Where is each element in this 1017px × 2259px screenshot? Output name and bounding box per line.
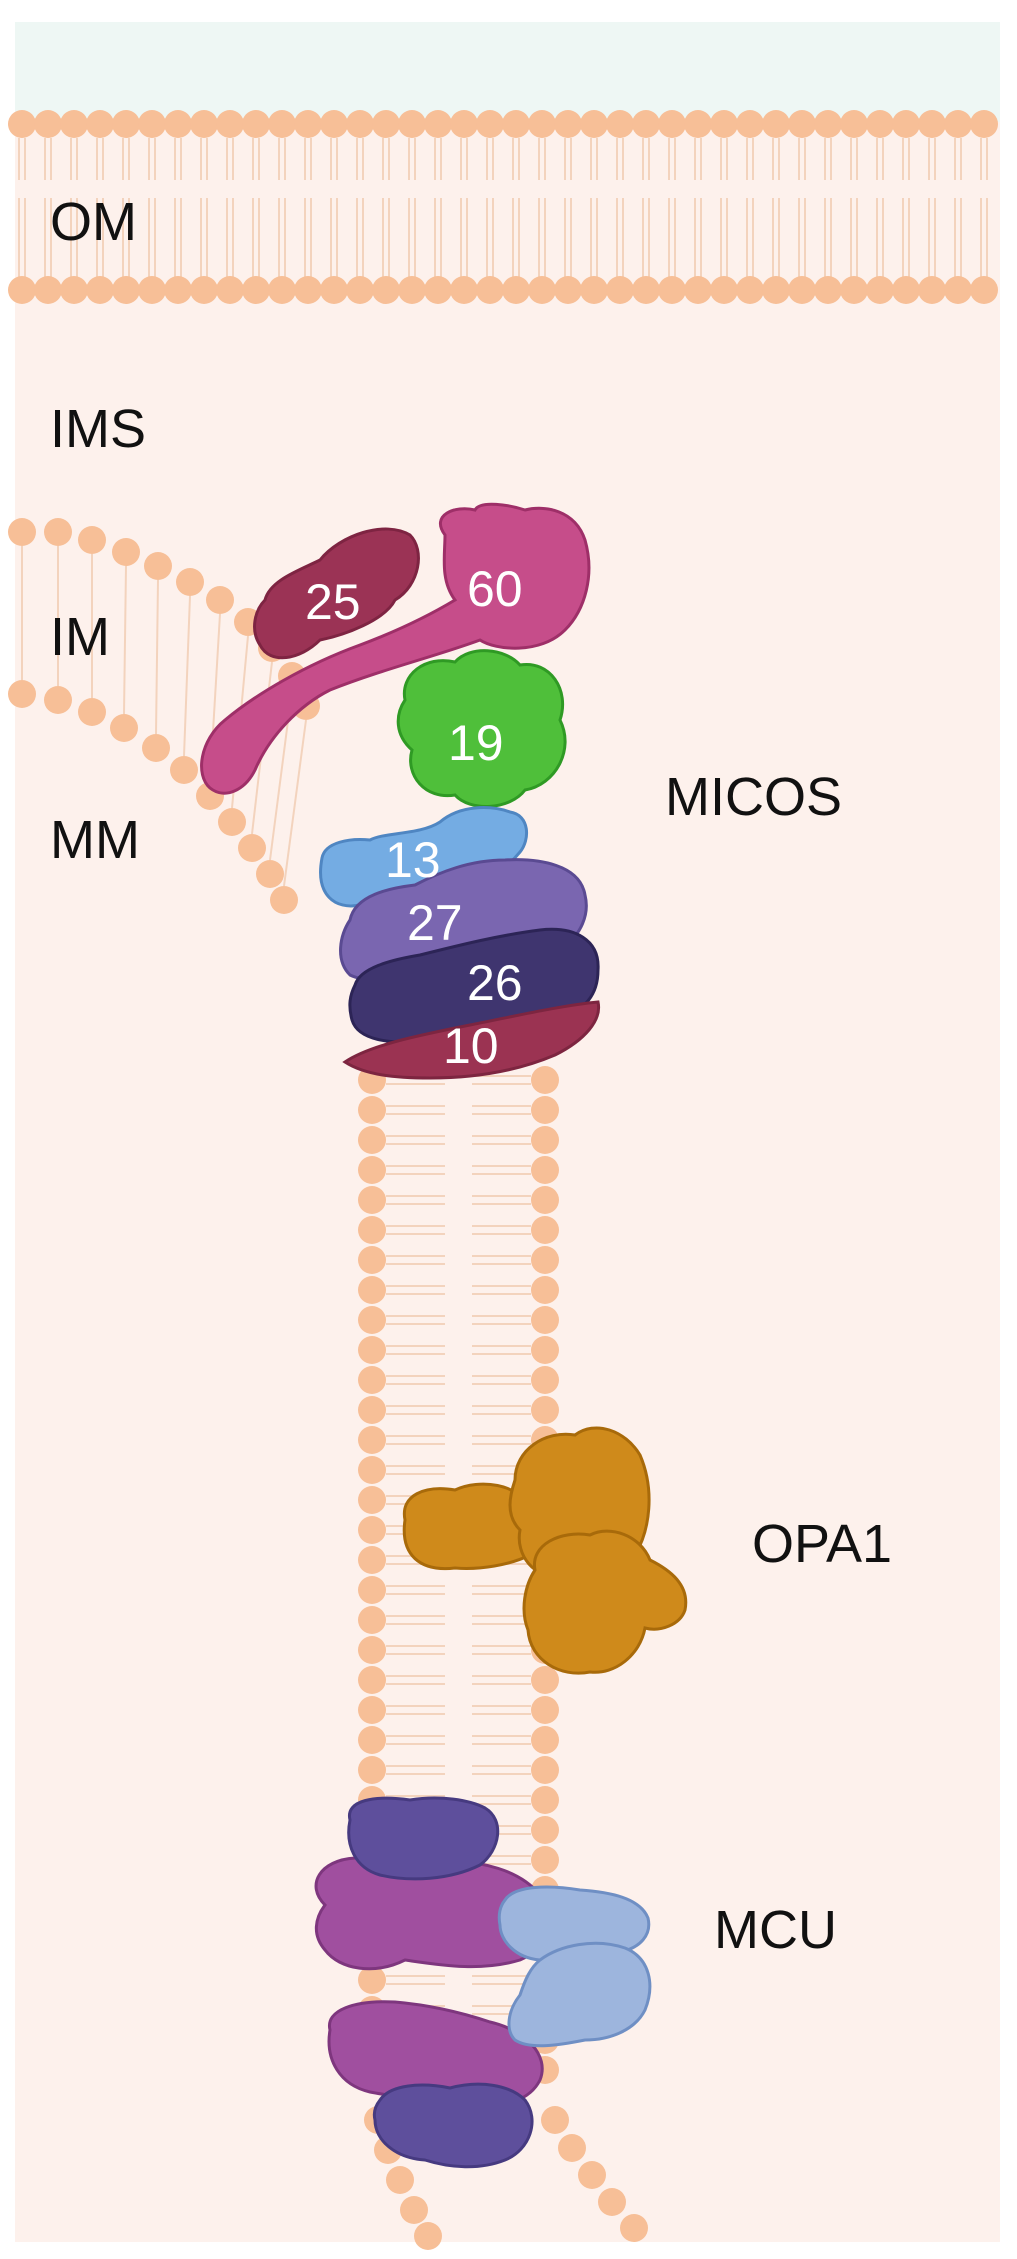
mic10-protein — [342, 1000, 601, 1080]
mic25-label: 25 — [305, 574, 361, 630]
mcu-subunit-dark-top — [347, 1796, 500, 1881]
micos-complex — [200, 502, 601, 1080]
opa1-label: OPA1 — [752, 1514, 892, 1574]
mic19-label: 19 — [448, 715, 504, 771]
mcu-subunit-magenta-bottom — [327, 2000, 544, 2108]
cytosol-region — [15, 22, 1000, 122]
im-label: IM — [50, 607, 110, 667]
mic60-label: 60 — [467, 561, 523, 617]
mic10-label: 10 — [443, 1018, 499, 1074]
mic60-protein — [200, 502, 591, 795]
mic25-protein — [253, 527, 420, 660]
mcu-subunit-light-bottom — [507, 1941, 652, 2048]
opa1-protein — [402, 1426, 688, 1675]
mcu-label: MCU — [714, 1900, 837, 1960]
mic26-label: 26 — [467, 955, 523, 1011]
mic13-label: 13 — [385, 832, 441, 888]
om-label: OM — [50, 192, 137, 252]
mic19-protein — [396, 649, 567, 808]
ims-label: IMS — [50, 399, 146, 459]
mcu-complex — [314, 1796, 652, 2169]
mm-label: MM — [50, 810, 140, 870]
micos-label: MICOS — [665, 767, 842, 827]
mcu-subunit-dark-bottom — [372, 2082, 534, 2169]
mic27-label: 27 — [407, 895, 463, 951]
